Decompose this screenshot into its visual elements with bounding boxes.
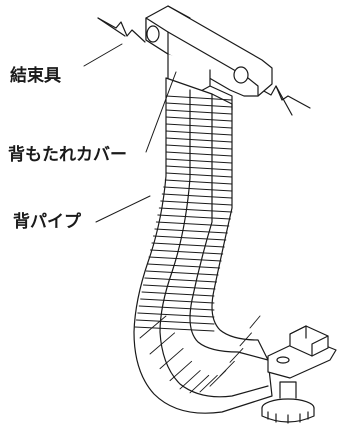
upper-bracket (145, 5, 273, 97)
cover-rib (142, 284, 216, 290)
cover-rib (219, 360, 235, 377)
cover-rib (169, 360, 193, 382)
cover-rib (139, 315, 167, 339)
cover-rib (154, 228, 228, 234)
cover-rib (140, 298, 215, 304)
cover-rib (179, 370, 201, 390)
adjustment-knob (261, 381, 315, 424)
cover-rib (158, 207, 233, 213)
cover-rib (134, 326, 215, 332)
cover-rib (149, 332, 175, 355)
cover-rib (148, 256, 222, 262)
cover-rib (163, 186, 233, 192)
cover-rib (147, 263, 221, 269)
cover-rib (138, 305, 215, 311)
leader-lines (83, 43, 177, 223)
cover-rib (155, 221, 230, 227)
leader-cable-tie (83, 43, 123, 67)
cover-rib (165, 109, 233, 115)
cover-rib (165, 123, 233, 129)
cover-rib (165, 165, 233, 171)
cover-rib (165, 102, 233, 108)
bracket-bolt-hole (276, 356, 290, 364)
cover-rib (165, 137, 233, 143)
cover-rib (151, 242, 225, 248)
label-backrest-cover: 背もたれカバー (8, 145, 127, 165)
seat-bracket (267, 325, 337, 379)
leader-backrest-cover (145, 71, 177, 153)
cover-rib (152, 235, 227, 241)
cover-rib (137, 312, 215, 318)
cover-rib (135, 319, 215, 325)
label-back-pipe: 背パイプ (13, 212, 81, 232)
bracket-hole-left (146, 25, 160, 43)
cover-rib (239, 332, 252, 347)
cover-rib (249, 315, 261, 329)
cover-rib (229, 347, 244, 363)
bracket-hole-right (233, 66, 249, 84)
cover-rib (161, 193, 233, 199)
label-cable-tie: 結束具 (10, 66, 61, 86)
cover-rib (145, 270, 219, 276)
cover-rib (150, 249, 224, 255)
cover-rib (165, 151, 233, 157)
cover-rib (141, 291, 215, 297)
cover-rib (165, 130, 233, 136)
cover-rib (165, 95, 233, 101)
cover-rib (157, 214, 231, 220)
leader-back-pipe (95, 195, 151, 223)
cover-rib (165, 144, 233, 150)
cover-rib (165, 158, 233, 164)
cover-rib (160, 200, 233, 206)
cover-rib (165, 116, 233, 122)
cable-tie-left (97, 17, 146, 43)
cover-rib (159, 347, 184, 370)
cover-rib (164, 179, 233, 185)
cover-rib (199, 374, 218, 393)
cover-ribs (134, 95, 261, 394)
cover-rib (165, 172, 233, 178)
cover-rib (189, 374, 210, 394)
cover-rib (144, 277, 218, 283)
